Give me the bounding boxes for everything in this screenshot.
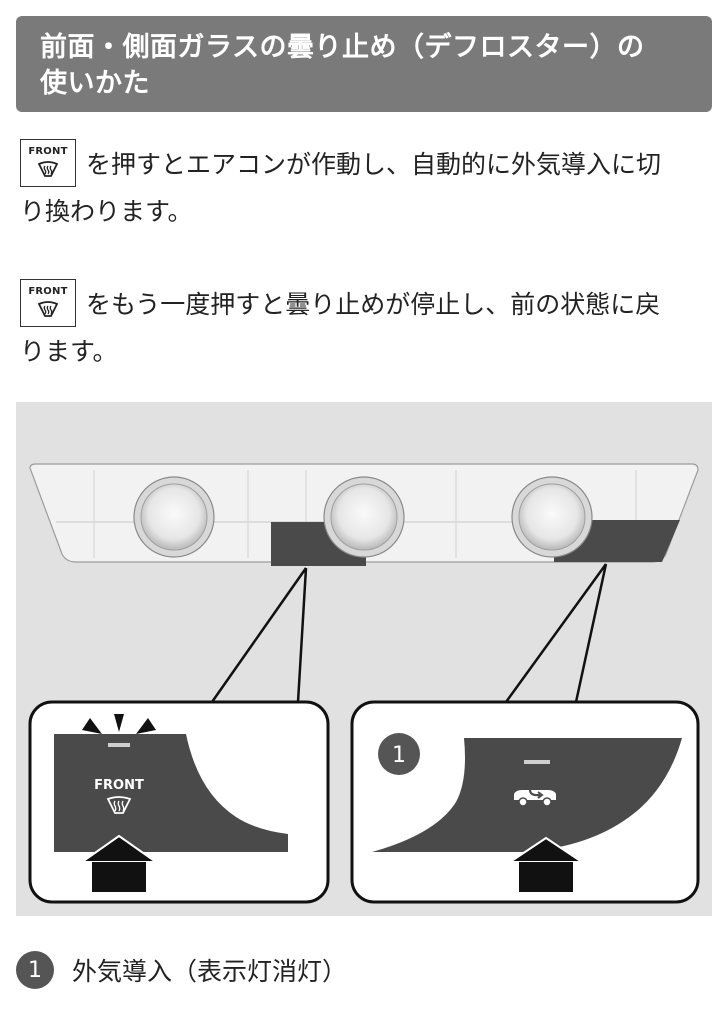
header-title-line2: 使いかた — [40, 68, 150, 99]
dial-knob — [323, 476, 405, 558]
header-title-line1: 前面・側面ガラスの曇り止め（デフロスター）の — [40, 32, 645, 63]
dial-knob — [511, 476, 593, 558]
control-panel-illustration: FRONT 1 — [16, 402, 712, 916]
marker-1: 1 — [378, 733, 420, 775]
indicator-light — [108, 743, 130, 747]
legend-text: 外気導入（表示灯消灯） — [72, 957, 348, 986]
dial-knob — [133, 476, 215, 558]
instruction-2-line2: ります。 — [20, 337, 118, 366]
press-arrow-icon — [506, 836, 586, 892]
instruction-press-on: FRONT を押すとエアコンが作動し、自動的に外気導入に切 り換わります。 — [20, 139, 710, 234]
press-arrow-icon — [78, 834, 160, 892]
callout-front-label: FRONT — [94, 778, 144, 793]
instruction-press-off: FRONT をもう一度押すと曇り止めが停止し、前の状態に戻 ります。 — [20, 279, 710, 374]
outside-air-icon — [514, 782, 556, 807]
instruction-1-line2: り換わります。 — [20, 197, 193, 226]
button-front-label: FRONT — [28, 286, 68, 297]
left-callout: FRONT — [28, 700, 330, 904]
front-defroster-button-icon: FRONT — [20, 279, 76, 327]
front-defroster-icon — [106, 796, 132, 814]
section-header: 前面・側面ガラスの曇り止め（デフロスター）の 使いかた — [16, 16, 712, 112]
right-callout: 1 — [350, 700, 700, 904]
svg-text:1: 1 — [392, 743, 406, 768]
instruction-1-line1: を押すとエアコンが作動し、自動的に外気導入に切 — [86, 150, 662, 179]
indicator-light — [524, 760, 550, 764]
legend-item: 1 外気導入（表示灯消灯） — [16, 948, 347, 992]
front-defroster-icon — [37, 161, 59, 177]
front-defroster-icon — [37, 301, 59, 317]
legend-number-badge: 1 — [16, 951, 54, 989]
instruction-2-line1: をもう一度押すと曇り止めが停止し、前の状態に戻 — [86, 290, 661, 319]
climate-control-panel — [29, 463, 699, 566]
button-front-label: FRONT — [28, 146, 68, 157]
front-defroster-button-icon: FRONT — [20, 139, 76, 187]
